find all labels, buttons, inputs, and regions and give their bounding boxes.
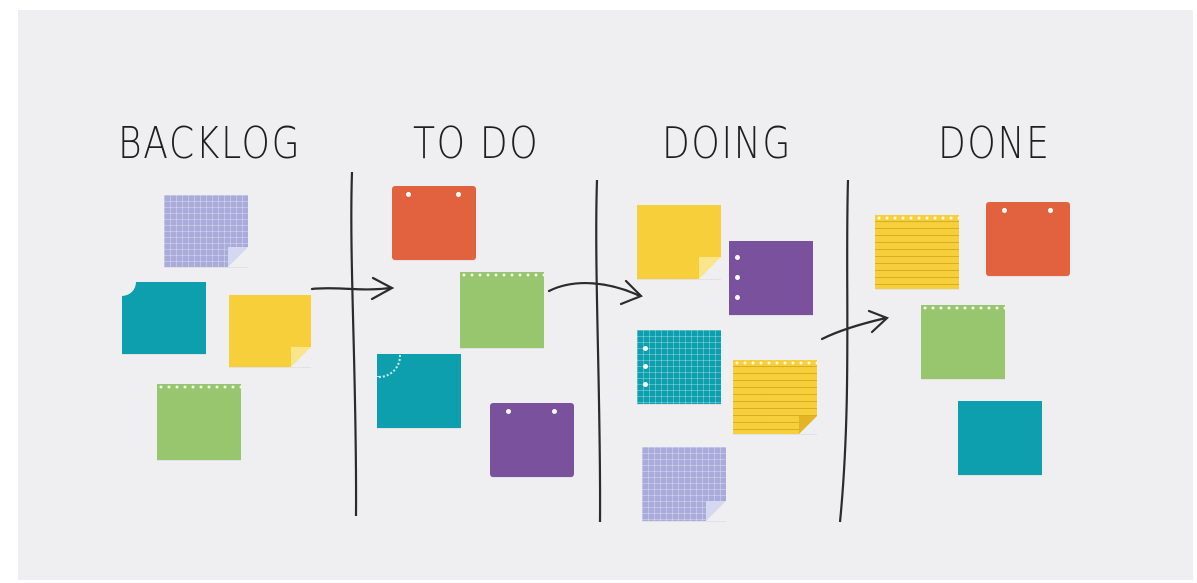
- spiral-binding: [921, 305, 1005, 312]
- sticky-note-lavender[interactable]: [642, 447, 726, 521]
- arrow-backlog-to-todo: [310, 276, 395, 301]
- pin-icon: [456, 192, 461, 197]
- hole-icon: [643, 346, 648, 351]
- sticky-note-yellow[interactable]: [229, 295, 311, 367]
- pin-icon: [506, 409, 511, 414]
- note-torn-corner: [122, 282, 136, 296]
- column-title-todo: TO DO: [413, 118, 540, 169]
- pin-icon: [552, 409, 557, 414]
- sticky-note-green[interactable]: [157, 384, 241, 460]
- sticky-note-orange[interactable]: [392, 186, 476, 260]
- sticky-note-yellow[interactable]: [637, 205, 721, 279]
- note-peel: [699, 257, 721, 279]
- note-dotted-corner: [377, 354, 401, 378]
- arrow-todo-to-doing: [547, 279, 643, 306]
- pin-icon: [1002, 208, 1007, 213]
- arrow-doing-to-done: [820, 309, 890, 341]
- note-peel: [706, 501, 726, 521]
- sticky-note-teal[interactable]: [958, 401, 1042, 475]
- sticky-note-green[interactable]: [921, 305, 1005, 379]
- divider-todo-doing: [595, 179, 602, 523]
- sticky-note-orange[interactable]: [986, 202, 1070, 276]
- spiral-binding: [157, 384, 241, 391]
- sticky-note-teal[interactable]: [377, 354, 461, 428]
- sticky-note-yellow-lined[interactable]: [733, 360, 817, 434]
- spiral-binding: [875, 215, 959, 222]
- pin-icon: [1048, 208, 1053, 213]
- note-peel: [228, 247, 248, 267]
- sticky-note-lavender[interactable]: [164, 195, 248, 267]
- sticky-note-purple[interactable]: [729, 241, 813, 315]
- kanban-board: [18, 10, 1193, 580]
- spiral-binding: [733, 360, 817, 367]
- divider-doing-done: [838, 179, 850, 523]
- note-peel: [799, 416, 817, 434]
- divider-backlog-todo: [350, 171, 358, 517]
- sticky-note-teal[interactable]: [637, 330, 721, 404]
- sticky-note-purple[interactable]: [490, 403, 574, 477]
- hole-icon: [643, 382, 648, 387]
- sticky-note-green[interactable]: [460, 272, 544, 348]
- column-title-doing: DOING: [662, 118, 792, 169]
- pin-icon: [406, 192, 411, 197]
- hole-icon: [735, 295, 740, 300]
- hole-icon: [643, 364, 648, 369]
- column-title-done: DONE: [938, 118, 1051, 169]
- spiral-binding: [460, 272, 544, 279]
- note-peel: [291, 347, 311, 367]
- sticky-note-teal[interactable]: [122, 282, 206, 354]
- hole-icon: [735, 255, 740, 260]
- hole-icon: [735, 275, 740, 280]
- sticky-note-yellow-lined[interactable]: [875, 215, 959, 289]
- column-title-backlog: BACKLOG: [118, 118, 302, 169]
